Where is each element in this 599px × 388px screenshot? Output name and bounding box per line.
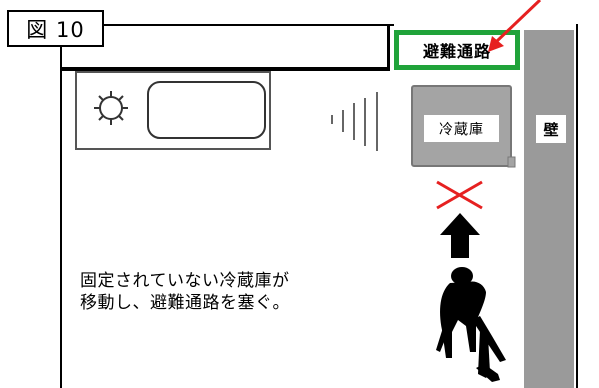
room-border-right — [576, 24, 578, 388]
fridge-handle — [507, 156, 516, 168]
room-border-left — [60, 47, 62, 388]
up-arrow-icon — [440, 213, 480, 258]
pointer-arrow-icon — [488, 0, 542, 52]
cross-icon — [436, 180, 483, 210]
crawling-person-icon — [436, 267, 506, 382]
wall — [524, 30, 574, 388]
wall-label: 壁 — [536, 115, 566, 143]
figure-label: 図 10 — [7, 10, 104, 47]
room-inner-wall — [60, 67, 390, 71]
caption: 固定されていない冷蔵庫が 移動し、避難通路を塞ぐ。 — [80, 270, 400, 314]
vibration-lines-icon — [331, 92, 378, 151]
caption-line-2: 移動し、避難通路を塞ぐ。 — [80, 293, 290, 313]
stove — [75, 71, 271, 150]
stove-burner-pad — [147, 81, 266, 139]
fridge-label: 冷蔵庫 — [424, 115, 499, 142]
room-border-top — [104, 24, 394, 26]
stove-burner-icon — [94, 91, 128, 125]
room-divider — [387, 24, 390, 71]
caption-line-1: 固定されていない冷蔵庫が — [80, 271, 290, 291]
